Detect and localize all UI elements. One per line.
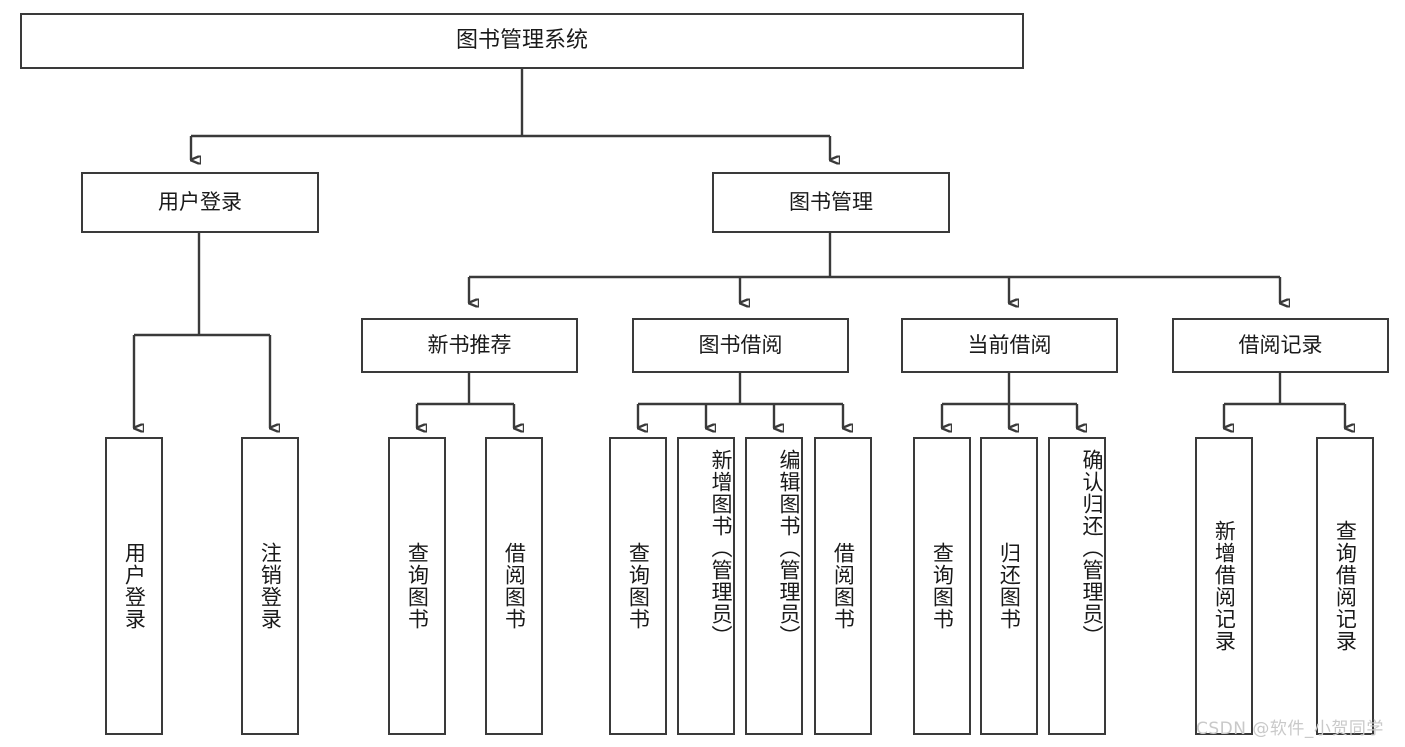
node-user-login-label: 用户登录 (158, 190, 242, 215)
leaf-user-login-login[interactable]: 用户登录 (105, 437, 163, 735)
leaf-borrow-borrow-book[interactable]: 借阅图书 (814, 437, 872, 735)
leaf-label: 查询图书 (405, 542, 430, 630)
leaf-label: 查询图书 (930, 542, 955, 630)
node-book-management-label: 图书管理 (789, 190, 873, 215)
node-borrow-record-label: 借阅记录 (1238, 333, 1323, 358)
leaf-label: 用户登录 (122, 542, 147, 630)
leaf-label: 确认归还（管理员） (1080, 449, 1104, 647)
leaf-current-query-book[interactable]: 查询图书 (913, 437, 971, 735)
leaf-label: 借阅图书 (831, 542, 856, 630)
node-current-borrow[interactable]: 当前借阅 (901, 318, 1118, 373)
leaf-label: 编辑图书（管理员） (777, 449, 801, 647)
leaf-new-book-borrow[interactable]: 借阅图书 (485, 437, 543, 735)
leaf-label: 查询借阅记录 (1333, 520, 1358, 652)
leaf-label: 归还图书 (997, 542, 1022, 630)
leaf-current-return-book[interactable]: 归还图书 (980, 437, 1038, 735)
node-root-label: 图书管理系统 (455, 28, 588, 54)
node-book-management[interactable]: 图书管理 (712, 172, 950, 233)
node-new-book-recommend[interactable]: 新书推荐 (361, 318, 578, 373)
leaf-record-query-record[interactable]: 查询借阅记录 (1316, 437, 1374, 735)
leaf-label: 注销登录 (258, 542, 283, 630)
leaf-label: 查询图书 (626, 542, 651, 630)
node-current-borrow-label: 当前借阅 (967, 333, 1052, 358)
node-borrow-record[interactable]: 借阅记录 (1172, 318, 1389, 373)
node-book-borrow[interactable]: 图书借阅 (632, 318, 849, 373)
leaf-new-book-query[interactable]: 查询图书 (388, 437, 446, 735)
node-root[interactable]: 图书管理系统 (20, 13, 1024, 69)
leaf-current-confirm-return-admin[interactable]: 确认归还（管理员） (1048, 437, 1106, 735)
leaf-record-add-record[interactable]: 新增借阅记录 (1195, 437, 1253, 735)
leaf-label: 借阅图书 (502, 542, 527, 630)
node-user-login[interactable]: 用户登录 (81, 172, 319, 233)
leaf-borrow-add-book-admin[interactable]: 新增图书（管理员） (677, 437, 735, 735)
node-new-book-recommend-label: 新书推荐 (427, 333, 512, 358)
node-book-borrow-label: 图书借阅 (698, 333, 783, 358)
leaf-user-login-logout[interactable]: 注销登录 (241, 437, 299, 735)
leaf-label: 新增借阅记录 (1212, 520, 1237, 652)
leaf-label: 新增图书（管理员） (709, 449, 733, 647)
csdn-watermark: CSDN @软件_小贺同学 (1196, 719, 1384, 739)
leaf-borrow-query-book[interactable]: 查询图书 (609, 437, 667, 735)
leaf-borrow-edit-book-admin[interactable]: 编辑图书（管理员） (745, 437, 803, 735)
